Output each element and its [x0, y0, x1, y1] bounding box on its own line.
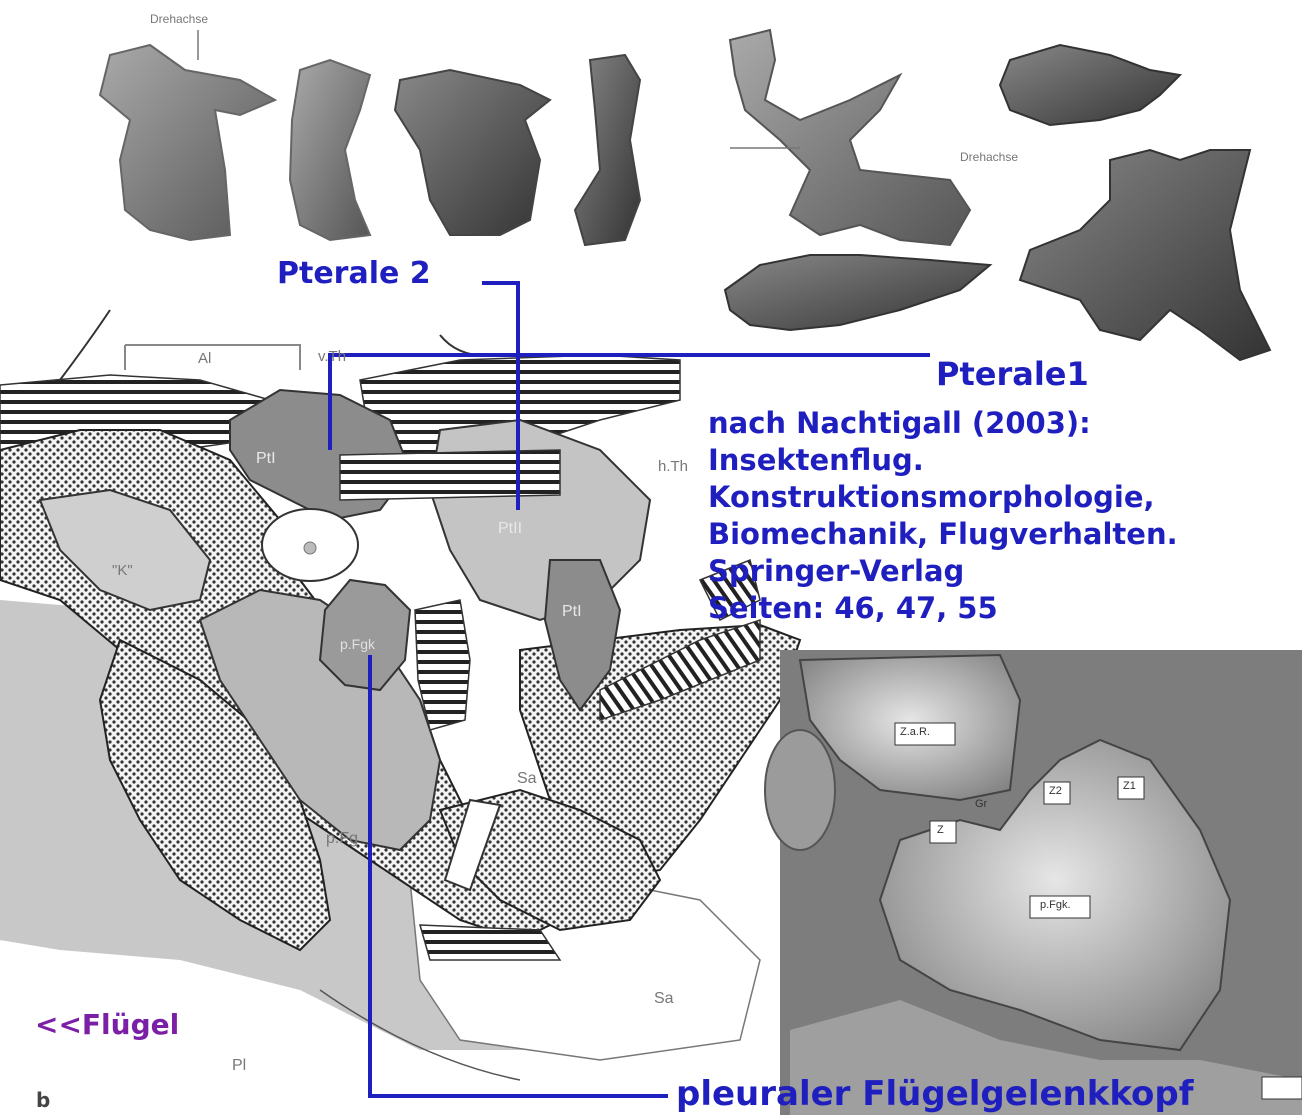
sclerite-photos-left: [100, 30, 640, 245]
label-pleuraler-fluegelgelenkkopf: pleuraler Flügelgelenkkopf: [676, 1074, 1194, 1114]
sclerite-photo-4: [575, 55, 640, 245]
label-sa-2: Sa: [654, 990, 674, 1008]
label-v-th: v.Th: [318, 348, 346, 365]
reference-line-6: Seiten: 46, 47, 55: [708, 590, 1178, 627]
sclerite-photo-7: [1020, 150, 1270, 360]
sclerite-photos-right: [725, 30, 1270, 360]
reference-line-2: Insektenflug.: [708, 442, 1178, 479]
label-z3: Z: [937, 824, 944, 836]
hatched-bar-lower: [420, 925, 560, 960]
reference-line-4: Biomechanik, Flugverhalten.: [708, 516, 1178, 553]
label-h-th: h.Th: [658, 458, 688, 475]
outline-curve-1: [60, 310, 110, 380]
label-pti-2: PtI: [562, 603, 582, 621]
panel-letter: b: [36, 1088, 50, 1112]
sclerite-photo-1: [100, 45, 275, 240]
label-z1: Z1: [1123, 780, 1136, 792]
label-k: "K": [112, 562, 133, 579]
joint-marker: [304, 542, 316, 554]
label-drehachse-right: Drehachse: [960, 150, 1018, 164]
sclerite-photo-8: [725, 255, 990, 330]
reference-line-5: Springer-Verlag: [708, 553, 1178, 590]
label-p-fgk-small: p.Fgk: [340, 636, 375, 652]
label-p-fgk: p.Fgk.: [1040, 899, 1071, 911]
sem-photo: [765, 650, 1302, 1115]
sem-scale-box: [1262, 1077, 1302, 1099]
label-ptii: PtII: [498, 520, 522, 538]
label-pti-1: PtI: [256, 450, 276, 468]
label-fluegel: <<Flügel: [35, 1008, 179, 1041]
label-z2: Z2: [1049, 785, 1062, 797]
reference-line-3: Konstruktionsmorphologie,: [708, 479, 1178, 516]
label-p-fg: p.Fg: [326, 830, 358, 848]
hatched-bar-middle: [340, 450, 560, 500]
label-gr: Gr: [975, 798, 987, 810]
schematic-drawing: [0, 310, 800, 1080]
reference-line-1: nach Nachtigall (2003):: [708, 405, 1178, 442]
sclerite-photo-5: [730, 30, 970, 245]
al-bracket: [125, 345, 300, 370]
sem-left-curl: [765, 730, 835, 850]
reference-citation: nach Nachtigall (2003): Insektenflug. Ko…: [708, 405, 1178, 627]
sclerite-photo-6: [1000, 45, 1180, 125]
label-pterale-2: Pterale 2: [277, 256, 431, 291]
label-pl: Pl: [232, 1057, 246, 1075]
label-al: Al: [198, 350, 211, 367]
outline-curve-2: [440, 335, 500, 356]
sclerite-photo-2: [290, 60, 370, 240]
label-z-a-r: Z.a.R.: [900, 726, 930, 738]
label-sa-1: Sa: [517, 770, 537, 788]
sclerite-photo-3: [395, 70, 550, 235]
label-drehachse-top: Drehachse: [150, 12, 208, 26]
label-pterale-1: Pterale1: [936, 355, 1089, 393]
